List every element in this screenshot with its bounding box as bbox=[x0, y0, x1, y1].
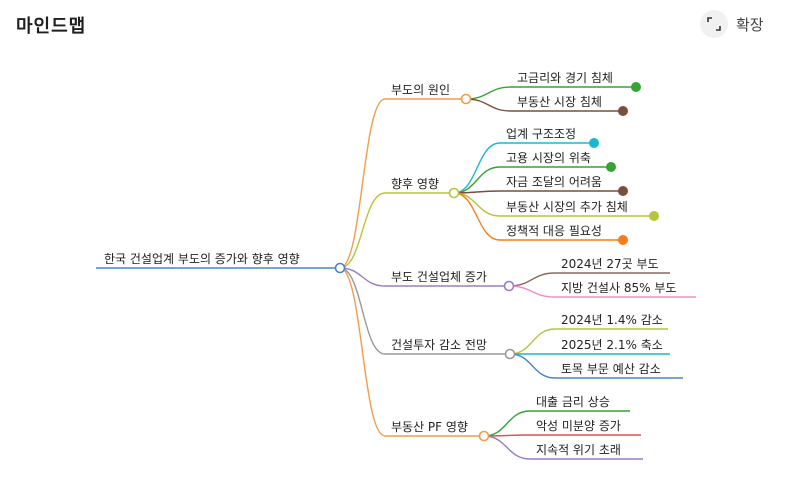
child-connector bbox=[453, 192, 501, 217]
child-connector bbox=[483, 410, 531, 437]
child-connector bbox=[453, 192, 501, 241]
branch-toggle[interactable] bbox=[503, 280, 515, 292]
expand-icon bbox=[700, 10, 728, 38]
branch-toggle[interactable] bbox=[460, 93, 472, 105]
child-connector bbox=[465, 98, 512, 112]
expand-label: 확장 bbox=[736, 15, 764, 34]
child-marker-dot bbox=[649, 211, 659, 221]
child-topic[interactable]: 2024년 1.4% 감소 bbox=[561, 313, 663, 327]
child-topic[interactable]: 지방 건설사 85% 부도 bbox=[561, 281, 676, 295]
child-marker-dot bbox=[631, 82, 641, 92]
child-topic[interactable]: 부동산 시장 침체 bbox=[517, 95, 602, 109]
root-topic[interactable]: 한국 건설업계 부도의 증가와 향후 영향 bbox=[104, 252, 300, 266]
child-connector bbox=[508, 285, 556, 298]
child-topic[interactable]: 2025년 2.1% 축소 bbox=[561, 338, 663, 352]
child-topic[interactable]: 자금 조달의 어려움 bbox=[506, 175, 602, 189]
child-topic[interactable]: 토목 부문 예산 감소 bbox=[561, 362, 661, 376]
child-connector bbox=[465, 86, 512, 100]
branch-connector bbox=[339, 267, 386, 355]
child-topic[interactable]: 2024년 27곳 부도 bbox=[561, 257, 659, 271]
branch-topic[interactable]: 향후 영향 bbox=[391, 177, 439, 191]
child-topic[interactable]: 고금리와 경기 침체 bbox=[517, 71, 613, 85]
branch-connector bbox=[339, 192, 386, 269]
branch-topic[interactable]: 부동산 PF 영향 bbox=[391, 420, 468, 434]
child-connector bbox=[483, 435, 531, 460]
child-connector bbox=[508, 272, 556, 287]
branch-toggle[interactable] bbox=[504, 348, 516, 360]
child-marker-dot bbox=[589, 138, 599, 148]
branch-topic[interactable]: 부도의 원인 bbox=[391, 83, 450, 97]
branch-toggle[interactable] bbox=[448, 187, 460, 199]
child-marker-dot bbox=[606, 162, 616, 172]
child-topic[interactable]: 대출 금리 상승 bbox=[536, 395, 610, 409]
child-connector bbox=[453, 166, 501, 194]
branch-toggle[interactable] bbox=[478, 430, 490, 442]
child-topic[interactable]: 부동산 시장의 추가 침체 bbox=[506, 200, 628, 214]
branch-connector bbox=[339, 267, 386, 437]
child-marker-dot bbox=[618, 235, 628, 245]
child-topic[interactable]: 악성 미분양 증가 bbox=[536, 419, 621, 433]
child-marker-dot bbox=[618, 186, 628, 196]
child-topic[interactable]: 고용 시장의 위축 bbox=[506, 151, 591, 165]
branch-connector bbox=[339, 98, 386, 269]
child-topic[interactable]: 지속적 위기 초래 bbox=[536, 443, 621, 457]
child-topic[interactable]: 업계 구조조정 bbox=[506, 127, 576, 141]
page-title: 마인드맵 bbox=[16, 16, 87, 37]
branch-topic[interactable]: 건설투자 감소 전망 bbox=[391, 338, 487, 352]
child-marker-dot bbox=[618, 106, 628, 116]
branch-topic[interactable]: 부도 건설업체 증가 bbox=[391, 270, 487, 284]
child-connector bbox=[509, 353, 556, 379]
expand-button[interactable]: 확장 bbox=[700, 10, 764, 38]
child-topic[interactable]: 정책적 대응 필요성 bbox=[506, 223, 602, 238]
root-toggle[interactable] bbox=[334, 262, 346, 274]
child-connector bbox=[509, 328, 556, 355]
